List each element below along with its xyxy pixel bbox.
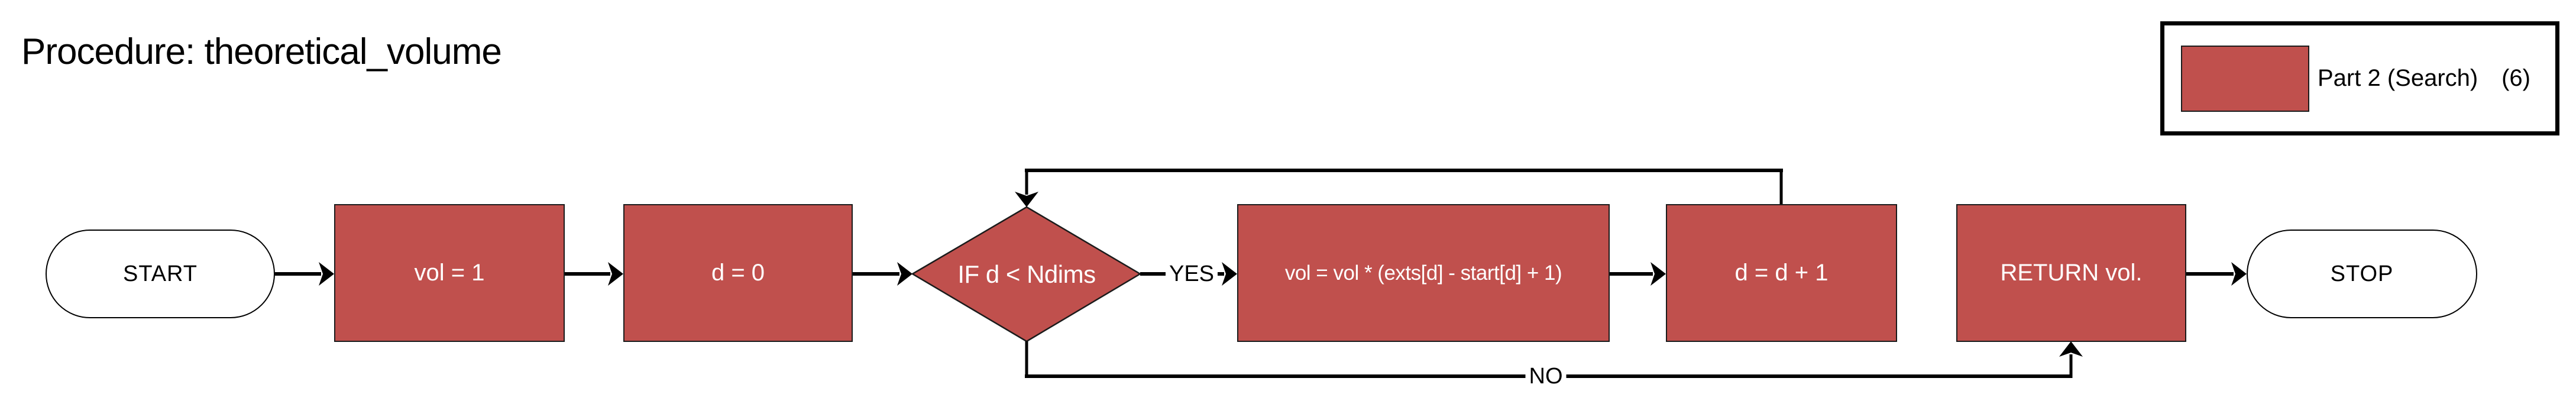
arrowhead-icon bbox=[319, 262, 334, 286]
node-loop-condition: IF d < Ndims bbox=[908, 207, 1145, 341]
node-stop: STOP bbox=[2247, 230, 2477, 318]
arrowhead-icon bbox=[1651, 262, 1666, 286]
edge-label-yes: YES bbox=[1165, 261, 1218, 286]
node-d-increment-label: d = d + 1 bbox=[1734, 260, 1829, 286]
node-vol-init-label: vol = 1 bbox=[414, 260, 485, 286]
legend-count: (6) bbox=[2501, 65, 2530, 91]
legend-swatch-icon bbox=[2181, 45, 2309, 112]
node-d-increment: d = d + 1 bbox=[1666, 204, 1897, 342]
node-vol-init: vol = 1 bbox=[334, 204, 565, 342]
node-start-label: START bbox=[122, 261, 198, 286]
node-start: START bbox=[46, 230, 275, 318]
arrowhead-icon bbox=[1222, 262, 1237, 286]
edge-label-no: NO bbox=[1525, 364, 1567, 389]
node-return-vol-label: RETURN vol. bbox=[2000, 260, 2143, 286]
node-stop-label: STOP bbox=[2330, 261, 2394, 286]
legend: Part 2 (Search) (6) bbox=[2160, 21, 2559, 135]
node-return-vol: RETURN vol. bbox=[1956, 204, 2186, 342]
node-vol-update: vol = vol * (exts[d] - start[d] + 1) bbox=[1237, 204, 1610, 342]
arrowhead-icon bbox=[2059, 341, 2083, 357]
arrowhead-icon bbox=[2231, 262, 2247, 286]
page-title: Procedure: theoretical_volume bbox=[21, 31, 502, 72]
node-vol-update-label: vol = vol * (exts[d] - start[d] + 1) bbox=[1284, 261, 1562, 285]
node-loop-condition-label: IF d < Ndims bbox=[957, 260, 1096, 288]
arrowhead-icon bbox=[608, 262, 623, 286]
legend-label: Part 2 (Search) bbox=[2318, 65, 2478, 91]
node-d-init-label: d = 0 bbox=[711, 260, 765, 286]
arrowhead-icon bbox=[897, 262, 912, 286]
arrowhead-icon bbox=[1015, 192, 1038, 207]
node-d-init: d = 0 bbox=[623, 204, 853, 342]
